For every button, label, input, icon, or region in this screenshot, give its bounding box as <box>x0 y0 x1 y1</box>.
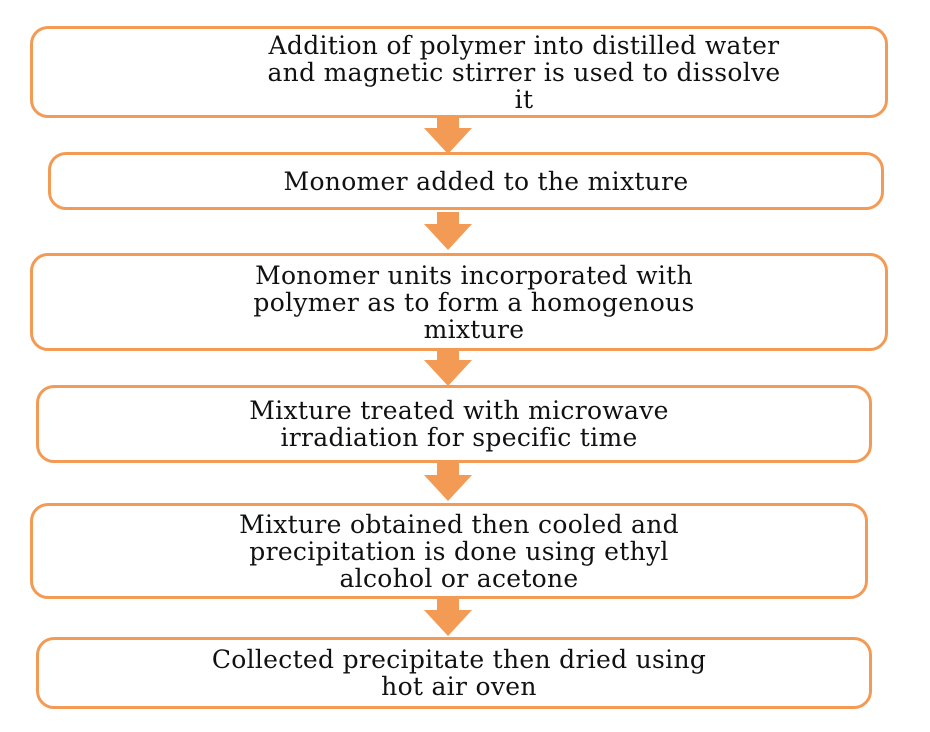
step-text-1: Addition of polymer into distilled water… <box>267 30 781 114</box>
step-text-4: Mixture treated with microwave irradiati… <box>249 396 669 452</box>
step-box-5: Mixture obtained then cooled and precipi… <box>30 503 868 599</box>
down-arrow-icon <box>418 116 478 156</box>
step-text-6: Collected precipitate then dried using h… <box>211 645 707 701</box>
step-box-1: Addition of polymer into distilled water… <box>30 26 888 118</box>
step-box-3: Monomer units incorporated with polymer … <box>30 253 888 351</box>
down-arrow-icon <box>418 212 478 252</box>
step-text-3: Monomer units incorporated with polymer … <box>253 260 695 344</box>
down-arrow-icon <box>418 598 478 638</box>
down-arrow-icon <box>418 348 478 388</box>
step-box-2: Monomer added to the mixture <box>48 152 884 210</box>
step-text-2: Monomer added to the mixture <box>283 166 689 196</box>
down-arrow-icon <box>418 463 478 503</box>
step-box-4: Mixture treated with microwave irradiati… <box>36 385 872 463</box>
step-box-6: Collected precipitate then dried using h… <box>36 637 872 709</box>
step-text-5: Mixture obtained then cooled and precipi… <box>239 509 679 593</box>
